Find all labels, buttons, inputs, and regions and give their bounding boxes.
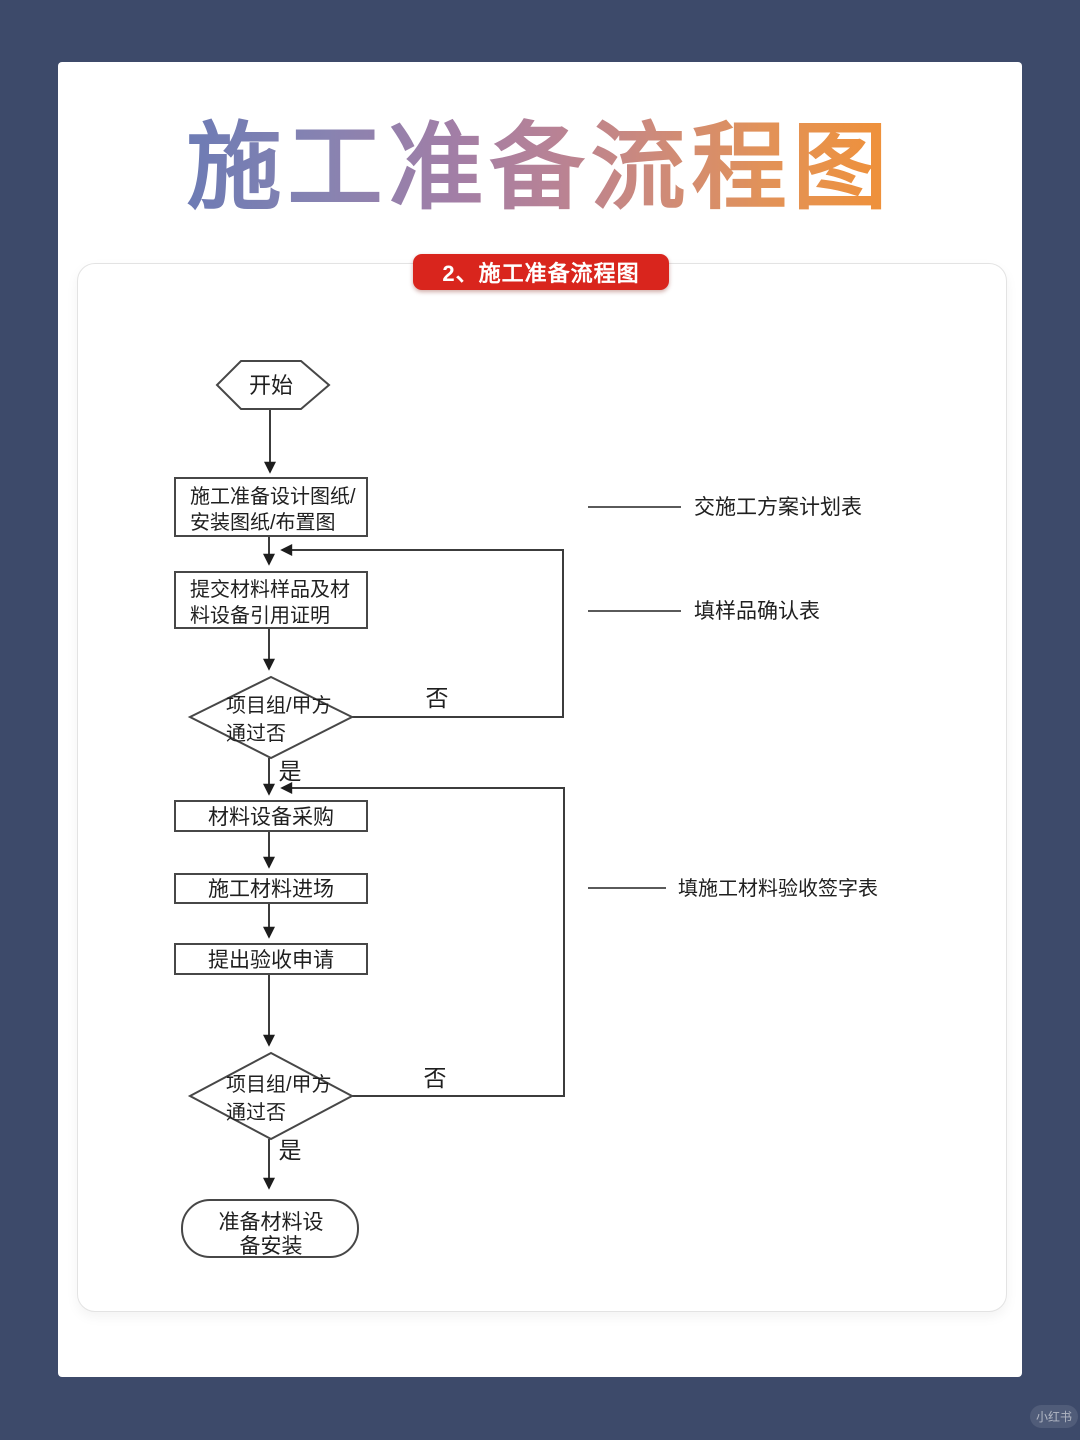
process-box <box>174 477 368 537</box>
edge-decision2-no-loop <box>280 782 565 1097</box>
process-procure: 材料设备采购 <box>174 800 368 832</box>
end-stadium <box>181 1199 359 1258</box>
process-label: 材料设备采购 <box>208 806 334 829</box>
process-label-line2: 料设备引用证明 <box>190 604 330 627</box>
annotation-acceptance-sign: 填施工材料验收签字表 <box>588 877 878 900</box>
annotation-label: 填施工材料验收签字表 <box>678 877 878 900</box>
decision-diamond <box>187 1051 355 1141</box>
end-label-line2: 备安装 <box>240 1235 303 1258</box>
process-label: 提出验收申请 <box>208 949 334 972</box>
end-node: 准备材料设 备安装 <box>181 1199 359 1258</box>
annotation-label: 填样品确认表 <box>694 600 820 623</box>
process-box <box>174 571 368 629</box>
start-hexagon <box>215 360 331 410</box>
annotation-label: 交施工方案计划表 <box>694 496 862 519</box>
process-label-line2: 安装图纸/布置图 <box>190 511 336 534</box>
process-label-line1: 提交材料样品及材 <box>190 578 350 601</box>
decision1-yes-label: 是 <box>279 758 302 784</box>
decision-label-line1: 项目组/甲方 <box>226 694 332 717</box>
section-banner: 2、施工准备流程图 <box>413 254 669 290</box>
flow-edges <box>263 409 565 1190</box>
decision1-node: 项目组/甲方 通过否 <box>187 675 355 760</box>
decision-label-line2: 通过否 <box>226 722 286 745</box>
decision2-yes-label: 是 <box>279 1137 302 1163</box>
process-box <box>174 873 368 904</box>
decision2-no-label: 否 <box>424 1065 447 1091</box>
annotation-plan-table: 交施工方案计划表 <box>588 496 862 519</box>
process-box <box>174 800 368 832</box>
decision-diamond <box>187 675 355 760</box>
section-banner-label: 2、施工准备流程图 <box>442 261 640 286</box>
annotation-sample-confirm: 填样品确认表 <box>588 600 820 623</box>
edge-decision1-no-loop <box>280 544 564 718</box>
process-label-line1: 施工准备设计图纸/ <box>190 485 356 508</box>
process-apply-acceptance: 提出验收申请 <box>174 943 368 975</box>
process-material-entry: 施工材料进场 <box>174 873 368 904</box>
xiaohongshu-watermark: 小红书 <box>1030 1405 1078 1428</box>
process-submit-samples: 提交材料样品及材 料设备引用证明 <box>174 571 368 629</box>
start-node: 开始 <box>215 360 331 410</box>
start-label: 开始 <box>249 373 293 398</box>
decision-label-line1: 项目组/甲方 <box>226 1073 332 1096</box>
decision1-no-label: 否 <box>426 685 449 711</box>
process-prepare-drawings: 施工准备设计图纸/ 安装图纸/布置图 <box>174 477 368 537</box>
process-box <box>174 943 368 975</box>
decision-label-line2: 通过否 <box>226 1101 286 1124</box>
end-label-line1: 准备材料设 <box>219 1211 324 1234</box>
process-label: 施工材料进场 <box>208 878 334 901</box>
watermark-label: 小红书 <box>1035 1410 1072 1424</box>
page-title: 施工准备流程图 <box>186 112 893 223</box>
decision2-node: 项目组/甲方 通过否 <box>187 1051 355 1141</box>
